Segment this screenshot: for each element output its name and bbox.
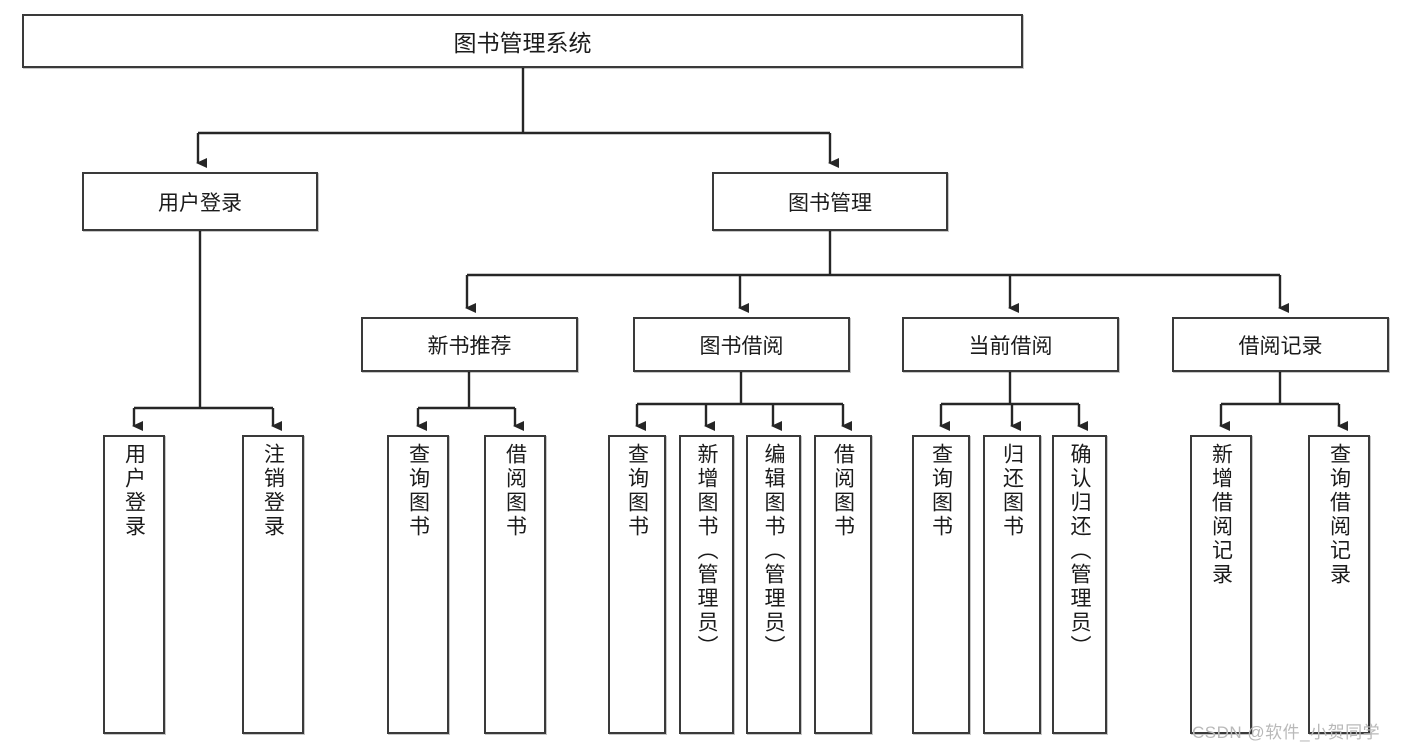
- node-book-borrow-label: 图书借阅: [699, 334, 784, 358]
- node-current-borrow-label: 当前借阅: [968, 334, 1053, 358]
- leaf-confirm-return-admin-label: 确认归还（管理员）: [1068, 443, 1091, 659]
- csdn-watermark: CSDN @软件_小贺同学: [1192, 723, 1381, 742]
- leaf-logout-login-label: 注销登录: [261, 443, 285, 539]
- leaf-borrow-book-2-label: 借阅图书: [831, 443, 855, 539]
- node-root-label: 图书管理系统: [453, 30, 592, 56]
- leaf-query-book-2[interactable]: 查询图书: [608, 435, 666, 734]
- leaf-query-borrow-record[interactable]: 查询借阅记录: [1308, 435, 1370, 734]
- leaf-add-borrow-record-label: 新增借阅记录: [1209, 443, 1233, 587]
- leaf-edit-book-admin-label: 编辑图书（管理员）: [762, 443, 785, 659]
- node-root[interactable]: 图书管理系统: [22, 14, 1023, 68]
- leaf-add-book-admin[interactable]: 新增图书（管理员）: [679, 435, 734, 734]
- node-new-book-recommend[interactable]: 新书推荐: [361, 317, 578, 372]
- node-book-borrow[interactable]: 图书借阅: [633, 317, 850, 372]
- leaf-query-book-2-label: 查询图书: [625, 443, 649, 539]
- leaf-edit-book-admin[interactable]: 编辑图书（管理员）: [746, 435, 801, 734]
- leaf-borrow-book-1-label: 借阅图书: [503, 443, 527, 539]
- leaf-user-login[interactable]: 用户登录: [103, 435, 165, 734]
- leaf-borrow-book-1[interactable]: 借阅图书: [484, 435, 546, 734]
- node-borrow-record[interactable]: 借阅记录: [1172, 317, 1389, 372]
- node-new-book-recommend-label: 新书推荐: [427, 334, 512, 358]
- leaf-borrow-book-2[interactable]: 借阅图书: [814, 435, 872, 734]
- node-user-login-label: 用户登录: [158, 191, 242, 215]
- leaf-user-login-label: 用户登录: [122, 443, 146, 539]
- leaf-query-book-1[interactable]: 查询图书: [387, 435, 449, 734]
- leaf-logout-login[interactable]: 注销登录: [242, 435, 304, 734]
- node-current-borrow[interactable]: 当前借阅: [902, 317, 1119, 372]
- node-user-login[interactable]: 用户登录: [82, 172, 318, 231]
- node-book-manage[interactable]: 图书管理: [712, 172, 948, 231]
- leaf-add-book-admin-label: 新增图书（管理员）: [695, 443, 718, 659]
- leaf-query-book-3-label: 查询图书: [929, 443, 953, 539]
- leaf-return-book[interactable]: 归还图书: [983, 435, 1041, 734]
- leaf-confirm-return-admin[interactable]: 确认归还（管理员）: [1052, 435, 1107, 734]
- leaf-query-book-3[interactable]: 查询图书: [912, 435, 970, 734]
- leaf-add-borrow-record[interactable]: 新增借阅记录: [1190, 435, 1252, 734]
- leaf-query-borrow-record-label: 查询借阅记录: [1327, 443, 1351, 587]
- node-book-manage-label: 图书管理: [788, 191, 872, 215]
- leaf-return-book-label: 归还图书: [1000, 443, 1024, 539]
- node-borrow-record-label: 借阅记录: [1238, 334, 1323, 358]
- leaf-query-book-1-label: 查询图书: [406, 443, 430, 539]
